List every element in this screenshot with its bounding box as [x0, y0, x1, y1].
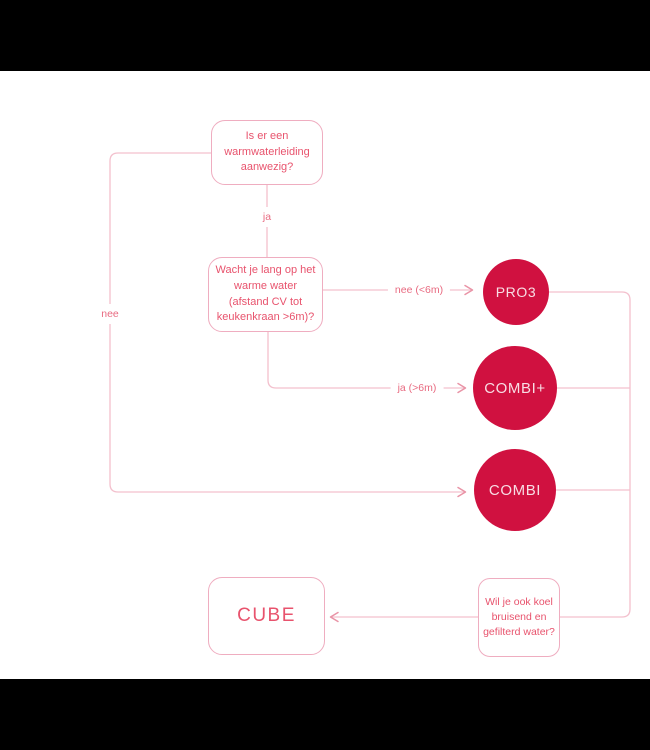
edge-ja6-arrowhead [457, 382, 467, 394]
edge-label-nee: nee [94, 304, 126, 324]
product-node-combi-plus: COMBI+ [473, 346, 557, 430]
edge-ja6-line [267, 332, 465, 389]
question-text: Wil je ook koel bruisend en gefilterd wa… [483, 595, 555, 639]
product-label: COMBI+ [484, 379, 546, 397]
edge-label-ja: ja [255, 207, 279, 227]
edge-nee-arrowhead [457, 486, 467, 498]
edge-cube-arrowhead [329, 611, 339, 623]
product-node-pro3: PRO3 [483, 259, 549, 325]
product-label: PRO3 [495, 284, 537, 300]
letterbox-top [0, 0, 650, 71]
product-node-combi: COMBI [474, 449, 556, 531]
question-node-wachttijd: Wacht je lang op het warme water (afstan… [208, 257, 323, 332]
edge-label-ja-gt6m: ja (>6m) [390, 378, 444, 398]
product-label: COMBI [488, 481, 542, 499]
edge-nee6-arrowhead [464, 284, 474, 296]
product-node-cube: CUBE [208, 577, 325, 655]
letterbox-bottom [0, 679, 650, 750]
edge-rail-line [549, 291, 631, 618]
product-label: CUBE [237, 605, 296, 627]
edge-label-nee-lt6m: nee (<6m) [387, 280, 451, 300]
question-text: Is er een warmwaterleiding aanwezig? [224, 129, 310, 174]
question-node-warmwaterleiding: Is er een warmwaterleiding aanwezig? [211, 120, 323, 185]
question-text: Wacht je lang op het warme water (afstan… [215, 263, 316, 324]
question-node-koel-bruisend: Wil je ook koel bruisend en gefilterd wa… [478, 578, 560, 657]
